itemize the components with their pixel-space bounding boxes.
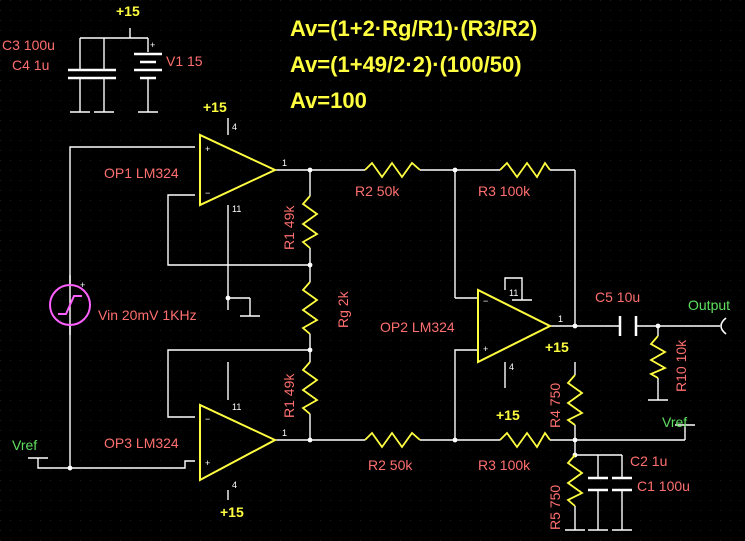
- vref-right-label: Vref: [662, 414, 687, 430]
- op1-label: OP1 LM324: [104, 165, 179, 181]
- r1-top-label: R1 49k: [281, 205, 297, 250]
- c4-label: C4 1u: [12, 57, 49, 73]
- gain-equation-1: Av=(1+2·Rg/R1)·(R3/R2): [290, 16, 537, 41]
- c5-label: C5 10u: [595, 289, 640, 305]
- opamp-op1-symbol: + − 1 4 11: [199, 122, 287, 214]
- resistor-r4: [566, 374, 584, 426]
- capacitor-c2-symbol: [588, 476, 608, 492]
- svg-text:+: +: [205, 458, 210, 468]
- op2-supply-label-a: +15: [545, 339, 569, 355]
- junction-dots: [67, 167, 661, 471]
- gain-equation-2: Av=(1+49/2·2)·(100/50): [290, 52, 522, 77]
- op1-supply-label: +15: [203, 99, 227, 115]
- svg-text:−: −: [205, 414, 210, 424]
- svg-text:4: 4: [509, 362, 514, 372]
- svg-text:4: 4: [232, 480, 237, 490]
- resistor-r3-bottom: [499, 431, 551, 449]
- svg-text:+: +: [483, 344, 488, 354]
- output-label: Output: [688, 297, 730, 313]
- top-supply-label: +15: [116, 3, 140, 19]
- svg-text:1: 1: [282, 428, 287, 438]
- svg-text:+: +: [80, 280, 85, 290]
- svg-text:1: 1: [558, 314, 563, 324]
- resistor-r5: [566, 454, 584, 507]
- capacitor-c1-symbol: [612, 476, 632, 492]
- op3-supply-label: +15: [220, 504, 244, 520]
- r10-label: R10 10k: [673, 339, 689, 392]
- resistor-r2-bottom: [364, 431, 421, 449]
- voltage-source-vin-symbol: +: [49, 280, 91, 326]
- capacitor-c4-symbol: [92, 68, 116, 92]
- op2-label: OP2 LM324: [380, 319, 455, 335]
- op2-supply-label-b: +15: [496, 407, 520, 423]
- gain-equation-3: Av=100: [290, 88, 367, 113]
- c1-label: C1 100u: [637, 478, 690, 494]
- capacitor-c3-symbol: [68, 68, 92, 92]
- vref-left-label: Vref: [12, 437, 37, 453]
- r4-label: R4 750: [547, 383, 563, 428]
- circuit-wires: [28, 118, 720, 531]
- vin-label: Vin 20mV 1KHz: [98, 307, 197, 323]
- rg-label: Rg 2k: [335, 290, 351, 328]
- r5-label: R5 750: [547, 485, 563, 530]
- svg-text:−: −: [483, 296, 488, 306]
- c2-label: C2 1u: [630, 453, 667, 469]
- opamp-op3-symbol: − + 1 11 4: [199, 402, 287, 490]
- svg-text:11: 11: [232, 402, 241, 412]
- resistor-r2-top: [364, 161, 421, 179]
- battery-v1-symbol: [134, 52, 162, 80]
- r1-bottom-label: R1 49k: [281, 373, 297, 418]
- svg-text:11: 11: [232, 204, 241, 214]
- svg-text:4: 4: [232, 122, 237, 132]
- svg-text:+: +: [205, 144, 210, 154]
- v1-label: V1 15: [166, 53, 203, 69]
- v1-plus-mark: +: [150, 40, 155, 50]
- resistor-r1-bottom: [301, 361, 319, 415]
- r3-bottom-label: R3 100k: [478, 457, 531, 473]
- r2-bottom-label: R2 50k: [368, 457, 413, 473]
- resistor-rg: [301, 281, 319, 335]
- svg-text:11: 11: [509, 288, 518, 298]
- capacitor-c5-symbol: [618, 316, 638, 336]
- supply-decoupling-section: [70, 28, 158, 113]
- r3-top-label: R3 100k: [478, 183, 531, 199]
- opamp-op2-symbol: − + 1 11 4: [477, 288, 563, 372]
- r2-top-label: R2 50k: [355, 183, 400, 199]
- svg-text:−: −: [205, 188, 210, 198]
- resistor-r1-top: [301, 195, 319, 249]
- resistor-r10: [648, 335, 668, 379]
- output-terminal-symbol: [720, 317, 727, 335]
- svg-text:1: 1: [282, 158, 287, 168]
- c3-label: C3 100u: [2, 37, 55, 53]
- resistor-r3-top: [499, 161, 551, 179]
- op3-label: OP3 LM324: [104, 435, 179, 451]
